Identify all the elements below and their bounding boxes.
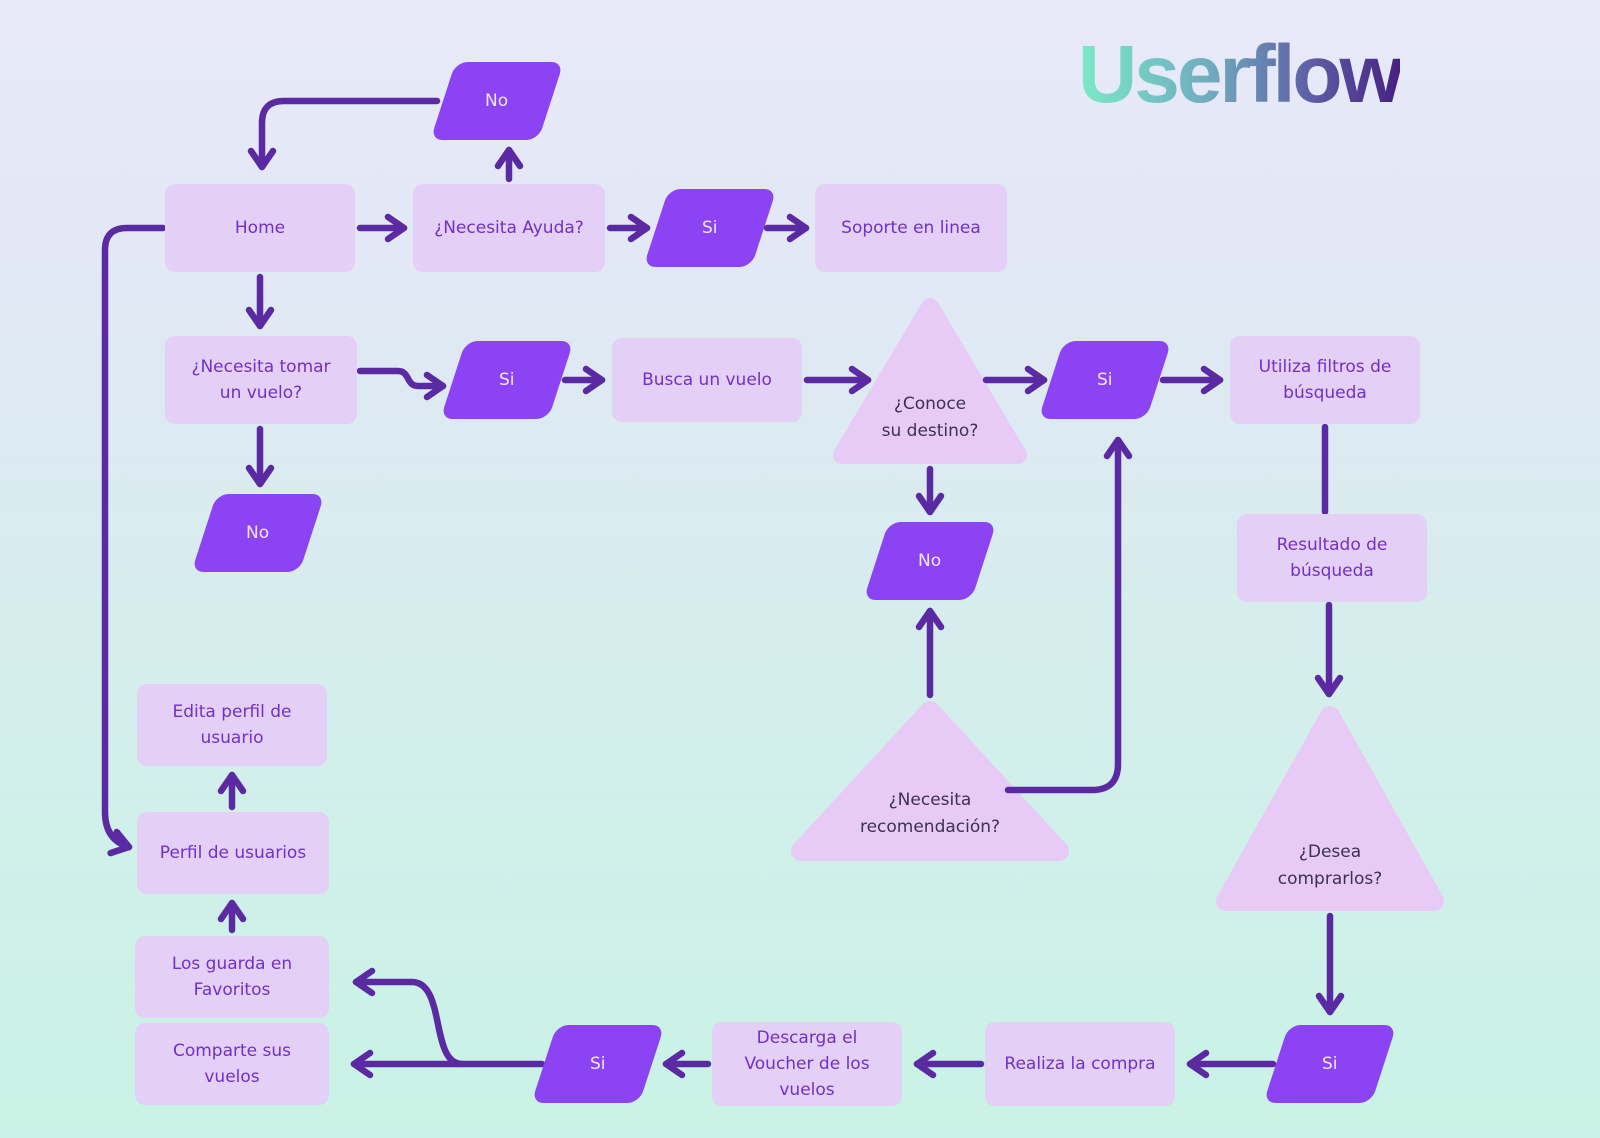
node-si-ayuda-label: Si bbox=[702, 218, 718, 238]
logo: Userflow bbox=[1078, 29, 1403, 120]
node-perfil-label: Perfil de usuarios bbox=[159, 843, 307, 863]
connector-home-to-perfil bbox=[101, 224, 167, 857]
node-busca-label: Busca un vuelo bbox=[642, 370, 772, 390]
node-desea-label: ¿Desea comprarlos? bbox=[1230, 839, 1430, 893]
conoce-line-1: ¿Conoce bbox=[893, 394, 967, 414]
node-edita: Edita perfil de usuario bbox=[137, 684, 327, 766]
node-si-vuelo-label: Si bbox=[499, 370, 515, 390]
node-no-ayuda-label: No bbox=[485, 91, 509, 111]
node-home-label: Home bbox=[234, 218, 286, 238]
node-utiliza-label: Utiliza filtros de búsqueda bbox=[1258, 357, 1392, 403]
node-descarga-label: Descarga el Voucher de los vuelos bbox=[744, 1028, 870, 1100]
node-comparte-label: Comparte sus vuelos bbox=[172, 1041, 292, 1087]
recomendacion-line-1: ¿Necesita bbox=[888, 790, 972, 810]
node-recomendacion-label: ¿Necesita recomendación? bbox=[830, 787, 1030, 841]
triangle-conoce-su-destino bbox=[833, 298, 1027, 464]
conoce-line-2: su destino? bbox=[881, 421, 979, 441]
node-guarda-label: Los guarda en Favoritos bbox=[171, 954, 293, 1000]
node-busca: Busca un vuelo bbox=[612, 338, 802, 422]
node-resultado: Resultado de búsqueda bbox=[1237, 514, 1427, 602]
node-realiza-label: Realiza la compra bbox=[1004, 1054, 1156, 1074]
triangle-necesita-recomendacion bbox=[791, 701, 1069, 861]
node-perfil: Perfil de usuarios bbox=[137, 812, 329, 894]
node-soporte: Soporte en linea bbox=[815, 184, 1007, 272]
node-si-compra-label: Si bbox=[1322, 1054, 1338, 1074]
node-resultado-label: Resultado de búsqueda bbox=[1276, 535, 1388, 581]
node-si-voucher-label: Si bbox=[590, 1054, 606, 1074]
node-edita-label: Edita perfil de usuario bbox=[172, 702, 292, 748]
node-realiza: Realiza la compra bbox=[985, 1022, 1175, 1106]
node-guarda: Los guarda en Favoritos bbox=[135, 936, 329, 1018]
node-necesita-vuelo-label: ¿Necesita tomar un vuelo? bbox=[191, 357, 331, 403]
node-si-destino-label: Si bbox=[1097, 370, 1113, 390]
node-no-destino-label: No bbox=[918, 551, 942, 571]
node-no-vuelo-label: No bbox=[246, 523, 270, 543]
node-necesita-ayuda: ¿Necesita Ayuda? bbox=[413, 184, 605, 272]
desea-line-1: ¿Desea bbox=[1298, 842, 1362, 862]
recomendacion-line-2: recomendación? bbox=[859, 817, 1001, 837]
connector-recomendacion-to-si bbox=[1004, 436, 1133, 794]
node-utiliza: Utiliza filtros de búsqueda bbox=[1230, 336, 1420, 424]
connector-si-to-guarda bbox=[352, 967, 466, 1068]
node-comparte: Comparte sus vuelos bbox=[135, 1023, 329, 1105]
node-necesita-vuelo: ¿Necesita tomar un vuelo? bbox=[165, 336, 357, 424]
node-descarga: Descarga el Voucher de los vuelos bbox=[712, 1022, 902, 1106]
node-home: Home bbox=[165, 184, 355, 272]
desea-line-2: comprarlos? bbox=[1277, 869, 1383, 889]
node-soporte-label: Soporte en linea bbox=[841, 218, 981, 238]
triangle-desea-comprarlos bbox=[1216, 706, 1444, 911]
connector-no-to-home bbox=[247, 97, 441, 171]
node-necesita-ayuda-label: ¿Necesita Ayuda? bbox=[434, 218, 584, 238]
node-conoce-label: ¿Conoce su destino? bbox=[845, 391, 1015, 445]
connector-necesita-vuelo-to-si bbox=[356, 367, 447, 401]
